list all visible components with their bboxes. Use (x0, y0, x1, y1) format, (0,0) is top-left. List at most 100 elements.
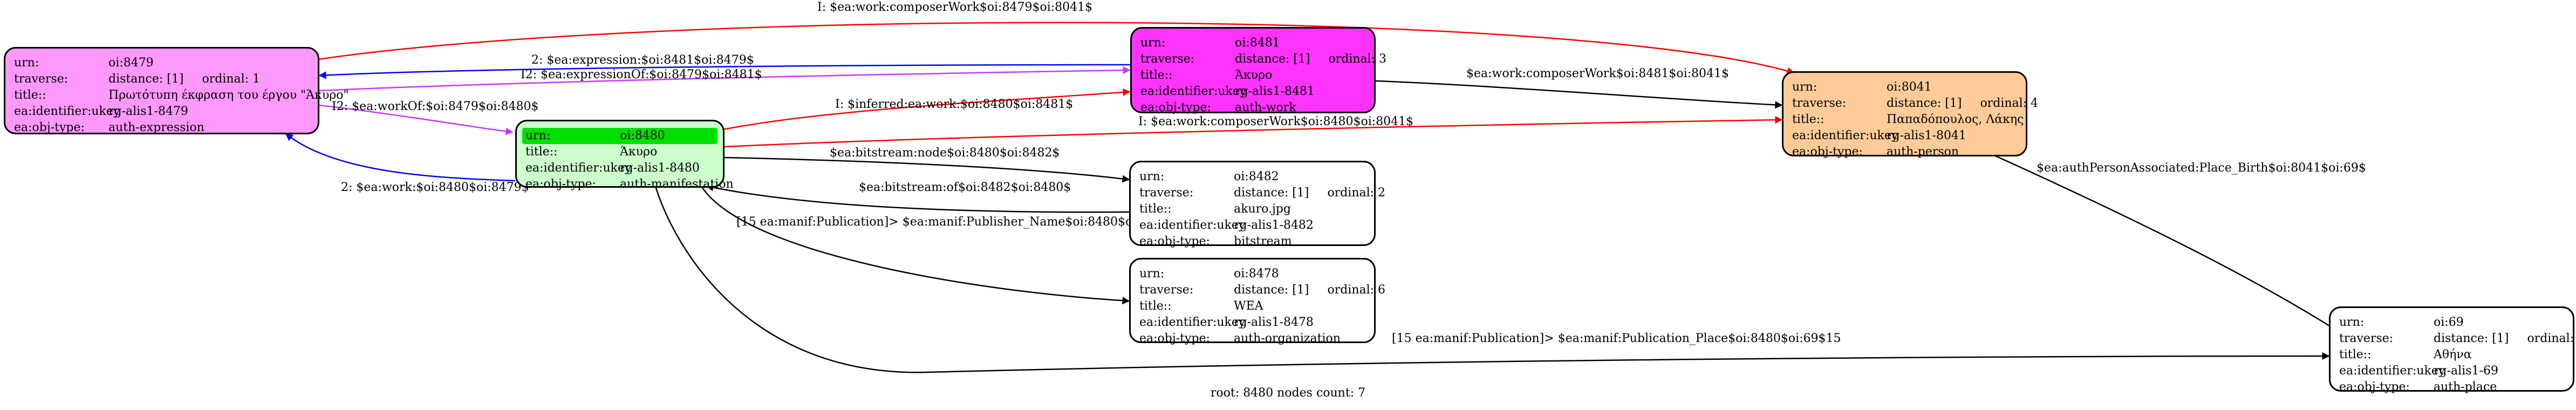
node-oi-8481[interactable]: urn: oi:8481 traverse: distance: [1] ordina… (1130, 27, 1386, 114)
urn-value: oi:8482 (1234, 170, 1279, 183)
urn-value: oi:69 (2434, 316, 2464, 329)
edge-label-8480-8478: [15 ea:manif:Publication]> $ea:manif:Pub… (736, 215, 1193, 229)
ordinal-value: ordinal: 5 (2527, 332, 2576, 345)
urn-key: urn: (1139, 267, 1165, 281)
title-key: title:: (525, 145, 558, 159)
urn-value: oi:8481 (1235, 36, 1280, 50)
edge-label-8480-69: [15 ea:manif:Publication]> $ea:manif:Pub… (1392, 332, 1841, 345)
ukey-key: ea:identifier:ukey (1139, 316, 1246, 329)
edge-label-8481-8041: $ea:work:composerWork$oi:8481$oi:8041$ (1466, 67, 1729, 80)
urn-value: oi:8041 (1887, 80, 1932, 94)
node-oi-8482[interactable]: urn: oi:8482 traverse: distance: [1] ordina… (1129, 161, 1385, 248)
ukey-value: rg-alis1-69 (2434, 364, 2498, 378)
objtype-value: auth-place (2434, 380, 2497, 394)
edge-8481-8041 (1375, 80, 1783, 109)
title-value: Αθήνα (2434, 348, 2472, 361)
edge-8479-8481 (319, 66, 1131, 92)
objtype-key: ea:obj-type: (1139, 332, 1210, 345)
objtype-key: ea:obj-type: (2339, 380, 2410, 394)
title-value: WEA (1234, 299, 1263, 313)
traverse-value: distance: [1] (1234, 283, 1309, 297)
node-oi-8478[interactable]: urn: oi:8478 traverse: distance: [1] ordina… (1129, 258, 1385, 345)
title-key: title:: (1139, 299, 1172, 313)
title-key: title:: (1140, 69, 1173, 82)
edge-8479-8480 (319, 104, 514, 135)
edge-8479-8041 (318, 22, 1795, 75)
urn-key: urn: (2339, 316, 2365, 329)
edge-label-8480-8481: I: $inferred:ea:work:$oi:8480$oi:8481$ (835, 98, 1073, 111)
edge-label-8479-8480: I2: $ea:workOf:$oi:8479$oi:8480$ (332, 100, 539, 113)
ordinal-value: ordinal: 3 (1328, 52, 1387, 66)
ordinal-value: ordinal: 6 (1327, 283, 1386, 297)
edge-8041-69 (1990, 153, 2367, 351)
objtype-key: ea:obj-type: (1140, 101, 1211, 114)
edge-label-8479-8041: I: $ea:work:composerWork$oi:8479$oi:8041… (817, 1, 1092, 14)
traverse-key: traverse: (1139, 283, 1194, 297)
traverse-value: distance: [1] (1234, 186, 1309, 200)
ordinal-value: ordinal: 1 (202, 72, 261, 86)
ukey-key: ea:identifier:ukey (14, 105, 120, 118)
objtype-value: auth-person (1887, 145, 1959, 159)
traverse-key: traverse: (2339, 332, 2394, 345)
ukey-key: ea:identifier:ukey (525, 161, 632, 175)
objtype-value: bitstream (1234, 235, 1292, 248)
edge-8480-8482 (724, 156, 1130, 183)
title-key: title:: (2339, 348, 2372, 361)
ukey-key: ea:identifier:ukey (2339, 364, 2445, 378)
edge-label-8480-8041: I: $ea:work:composerWork$oi:8480$oi:8041… (1138, 115, 1413, 128)
edge-8481-8479 (318, 64, 1131, 79)
objtype-value: auth-manifestation (620, 177, 734, 191)
ukey-value: rg-alis1-8481 (1235, 85, 1315, 98)
traverse-value: distance: [1] (1235, 52, 1310, 66)
ukey-value: rg-alis1-8478 (1234, 316, 1314, 329)
title-value: Παπαδόπουλος, Λάκης (1887, 113, 2024, 126)
edge-label-8482-8480: $ea:bitstream:of$oi:8482$oi:8480$ (859, 181, 1071, 194)
title-value: akuro.jpg (1234, 202, 1291, 216)
title-value: Άκυρο (1235, 69, 1273, 82)
edge-label-8479-8481: I2: $ea:expressionOf:$oi:8479$oi:8481$ (521, 68, 762, 81)
ukey-value: rg-alis1-8480 (620, 161, 700, 175)
edge-8480-8478 (700, 186, 1130, 305)
urn-value: oi:8478 (1234, 267, 1279, 281)
node-oi-8480[interactable]: urn:oi:8480 title::Άκυρο ea:identifier:u… (515, 120, 734, 191)
traverse-key: traverse: (1140, 52, 1195, 66)
ukey-value: rg-alis1-8479 (108, 105, 188, 118)
node-oi-8041[interactable]: urn: oi:8041 traverse: distance: [1] ordina… (1782, 71, 2038, 159)
traverse-key: traverse: (1139, 186, 1194, 200)
traverse-key: traverse: (1792, 97, 1847, 110)
edge-8480-8479 (285, 133, 516, 182)
ukey-key: ea:identifier:ukey (1139, 218, 1246, 232)
urn-key: urn: (1139, 170, 1165, 183)
urn-value: oi:8480 (620, 129, 665, 142)
objtype-value: auth-organization (1234, 332, 1341, 345)
traverse-value: distance: [1] (2434, 332, 2509, 345)
ukey-key: ea:identifier:ukey (1140, 85, 1247, 98)
objtype-key: ea:obj-type: (1139, 235, 1210, 248)
traverse-value: distance: [1] (1887, 97, 1962, 110)
objtype-key: ea:obj-type: (525, 177, 596, 191)
ukey-value: rg-alis1-8482 (1234, 218, 1314, 232)
graph-footer: root: 8480 nodes count: 7 (1210, 386, 1366, 400)
title-value: Άκυρο (620, 145, 658, 159)
node-oi-8479[interactable]: urn:oi:8479 traverse:distance: [1]ordina… (4, 47, 349, 134)
urn-key: urn: (14, 56, 39, 70)
objtype-key: ea:obj-type: (14, 121, 85, 134)
node-header-highlight: urn:oi:8480 (522, 128, 718, 144)
edge-8480-8481 (722, 88, 1131, 131)
node-oi-69[interactable]: urn: oi:69 traverse: distance: [1] ordinal:… (2329, 306, 2576, 394)
urn-key: urn: (1140, 36, 1166, 50)
title-key: title:: (1139, 202, 1172, 216)
edge-label-8041-69: $ea:authPersonAssociated:Place_Birth$oi:… (2037, 161, 2366, 175)
objtype-value: auth-expression (108, 121, 204, 134)
objtype-key: ea:obj-type: (1792, 145, 1863, 159)
ordinal-value: ordinal: 2 (1327, 186, 1386, 200)
title-key: title:: (14, 88, 46, 102)
edge-8480-69 (654, 186, 2330, 373)
ukey-value: rg-alis1-8041 (1887, 129, 1966, 142)
traverse-value: distance: [1] (108, 72, 184, 86)
edge-label-8480-8482: $ea:bitstream:node$oi:8480$oi:8482$ (830, 146, 1060, 160)
ordinal-value: ordinal: 4 (1980, 97, 2039, 110)
urn-key: urn: (1792, 80, 1817, 94)
traverse-key: traverse: (14, 72, 69, 86)
